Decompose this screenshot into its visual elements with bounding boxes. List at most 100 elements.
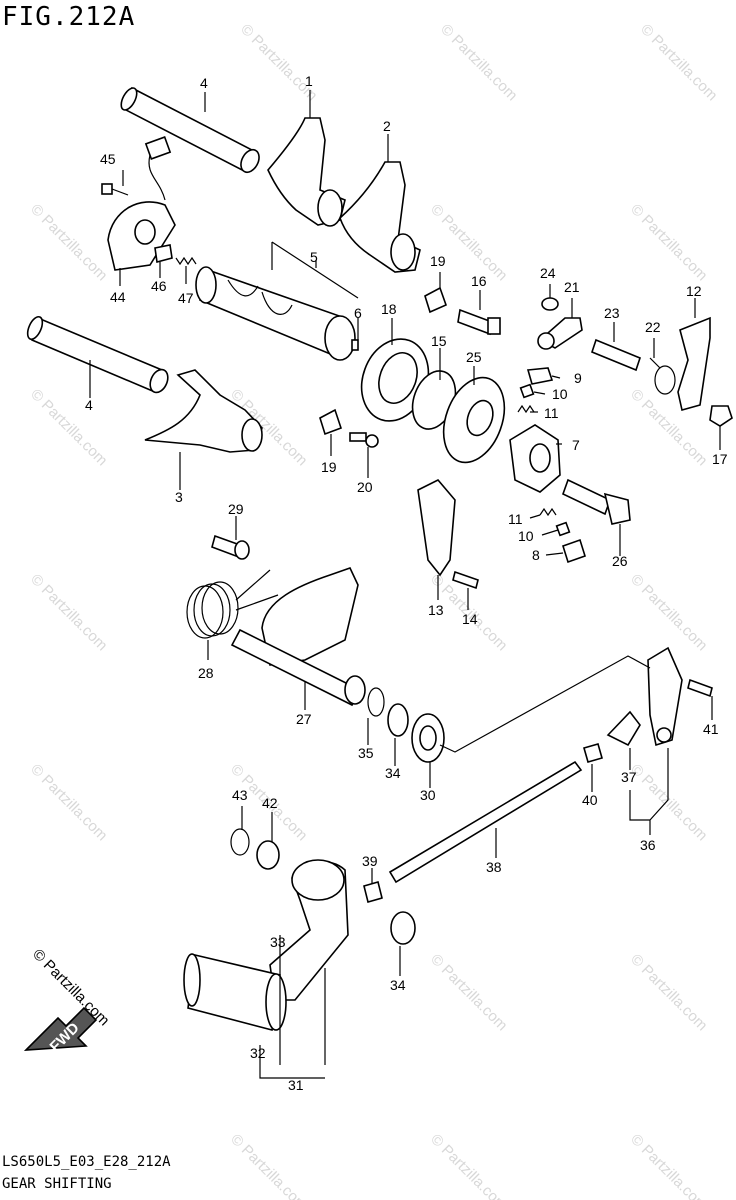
- watermark: © Partzilla.com: [27, 571, 110, 654]
- callout-41: 41: [703, 721, 719, 737]
- pin-46: [154, 244, 173, 264]
- washer-42: [256, 840, 280, 870]
- callout-19b: 19: [321, 459, 337, 475]
- callout-24: 24: [540, 265, 556, 281]
- gearshift-arm-36: [647, 646, 683, 747]
- callout-34a: 34: [385, 765, 401, 781]
- callout-13: 13: [428, 602, 444, 618]
- callout-38: 38: [486, 859, 502, 875]
- callout-42: 42: [262, 795, 278, 811]
- callout-31: 31: [288, 1077, 304, 1093]
- callout-39: 39: [362, 853, 378, 869]
- callout-7: 7: [572, 437, 580, 453]
- callout-3: 3: [175, 489, 183, 505]
- callout-10a: 10: [552, 386, 568, 402]
- callout-34b: 34: [390, 977, 406, 993]
- callout-26: 26: [612, 553, 628, 569]
- callout-2: 2: [383, 118, 391, 134]
- callout-12: 12: [686, 283, 702, 299]
- watermark: © Partzilla.com: [627, 571, 710, 654]
- watermark: © Partzilla.com: [427, 1131, 510, 1200]
- plate-13: [417, 479, 456, 577]
- leader-lines: [89, 90, 721, 1079]
- callout-4b: 4: [85, 397, 93, 413]
- bolt-26: [562, 478, 631, 525]
- pin-6: [351, 339, 359, 351]
- screw-20: [349, 432, 379, 448]
- bolt-16: [457, 308, 501, 336]
- callout-5: 5: [310, 249, 318, 265]
- gearshift-shaft-27: [230, 567, 366, 707]
- nut-39: [363, 881, 383, 903]
- callout-11a: 11: [544, 405, 559, 421]
- fwd-brand-text: © Partzilla.com: [29, 946, 112, 1029]
- callout-6: 6: [354, 305, 362, 321]
- bolt-45: [101, 183, 129, 196]
- pin-10-upper: [519, 383, 535, 399]
- callout-4a: 4: [200, 75, 208, 91]
- shift-fork-2: [339, 161, 421, 273]
- stopper-plate-44: [107, 136, 176, 271]
- watermark: © Partzilla.com: [627, 201, 710, 284]
- callout-32: 32: [250, 1045, 266, 1061]
- callout-30: 30: [420, 787, 436, 803]
- callout-18: 18: [381, 301, 397, 317]
- washer-19-upper: [424, 286, 448, 314]
- callout-25: 25: [466, 349, 482, 365]
- watermark: © Partzilla.com: [427, 201, 510, 284]
- callout-19a: 19: [430, 253, 446, 269]
- shift-fork-3: [144, 369, 263, 453]
- washer-19-lower: [319, 408, 343, 436]
- gearshift-lever-33: [269, 859, 349, 1001]
- model-code: LS650L5_E03_E28_212A: [2, 1154, 171, 1170]
- joint-37: [606, 710, 641, 747]
- fork-shaft-lower: [26, 315, 169, 394]
- shift-cam-drum: [195, 266, 356, 361]
- bolt-41: [687, 678, 713, 698]
- callout-35: 35: [358, 745, 374, 761]
- callout-8: 8: [532, 547, 540, 563]
- fwd-badge: FWD © Partzilla.com: [23, 946, 113, 1056]
- watermark: © Partzilla.com: [237, 21, 320, 104]
- watermark: © Partzilla.com: [227, 1131, 310, 1200]
- callout-36: 36: [640, 837, 656, 853]
- callout-10b: 10: [518, 528, 534, 544]
- spring-22: [649, 357, 676, 395]
- callout-46: 46: [151, 278, 167, 294]
- circlip-35: [367, 687, 385, 717]
- fork-shaft-upper: [120, 86, 260, 174]
- washer-34-lower: [390, 911, 416, 945]
- pin-10-lower: [555, 521, 571, 537]
- spring-11-upper: [517, 404, 535, 414]
- callout-layer: 4 1 2 45 44 46 47 5 6 4 3 18 15 25 19 16…: [85, 73, 728, 1093]
- watermark: © Partzilla.com: [627, 1131, 710, 1200]
- spring-47: [175, 256, 197, 266]
- pawl-holder-7: [509, 424, 561, 493]
- spring-11-lower: [539, 507, 557, 517]
- callout-23: 23: [604, 305, 620, 321]
- callout-20: 20: [357, 479, 373, 495]
- callout-16: 16: [471, 273, 487, 289]
- bolt-29: [211, 534, 250, 560]
- callout-29: 29: [228, 501, 244, 517]
- callout-27: 27: [296, 711, 312, 727]
- circlip-43: [230, 828, 250, 856]
- watermark: © Partzilla.com: [427, 951, 510, 1034]
- callout-9: 9: [574, 370, 582, 386]
- callout-40: 40: [582, 792, 598, 808]
- watermark: © Partzilla.com: [637, 21, 720, 104]
- callout-47: 47: [178, 290, 194, 306]
- bearing-18: [360, 338, 430, 422]
- washer-34-upper: [387, 703, 409, 737]
- callout-37: 37: [621, 769, 637, 785]
- callout-28: 28: [198, 665, 214, 681]
- parts-layer: FWD © Partzilla.com: [23, 86, 733, 1056]
- section-name: GEAR SHIFTING: [2, 1176, 112, 1192]
- watermark: © Partzilla.com: [627, 951, 710, 1034]
- watermark: © Partzilla.com: [27, 201, 110, 284]
- bolt-23: [591, 338, 641, 372]
- shift-fork-1: [267, 117, 346, 227]
- plate-25: [442, 376, 506, 464]
- figure-title: FIG.212A: [2, 2, 136, 32]
